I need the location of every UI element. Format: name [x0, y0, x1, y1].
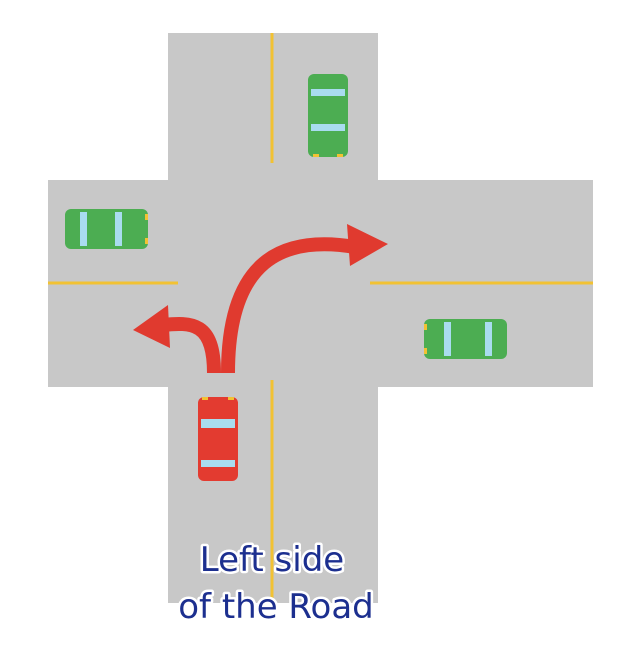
green-car-north	[308, 74, 348, 157]
green-car-east	[424, 319, 507, 359]
caption-line-1: Left side	[200, 540, 344, 580]
green-car-west	[65, 209, 148, 249]
caption: Left side of the Road	[176, 538, 377, 630]
right-turn-arrow-shaft	[221, 237, 357, 374]
red-car	[198, 397, 238, 481]
lane-lines	[48, 33, 593, 603]
caption-line-2: of the Road	[178, 587, 374, 627]
left-turn-arrowhead	[133, 305, 170, 348]
turn-arrows	[161, 237, 357, 374]
right-turn-arrowhead	[347, 224, 388, 266]
left-turn-arrow-shaft	[161, 316, 221, 374]
